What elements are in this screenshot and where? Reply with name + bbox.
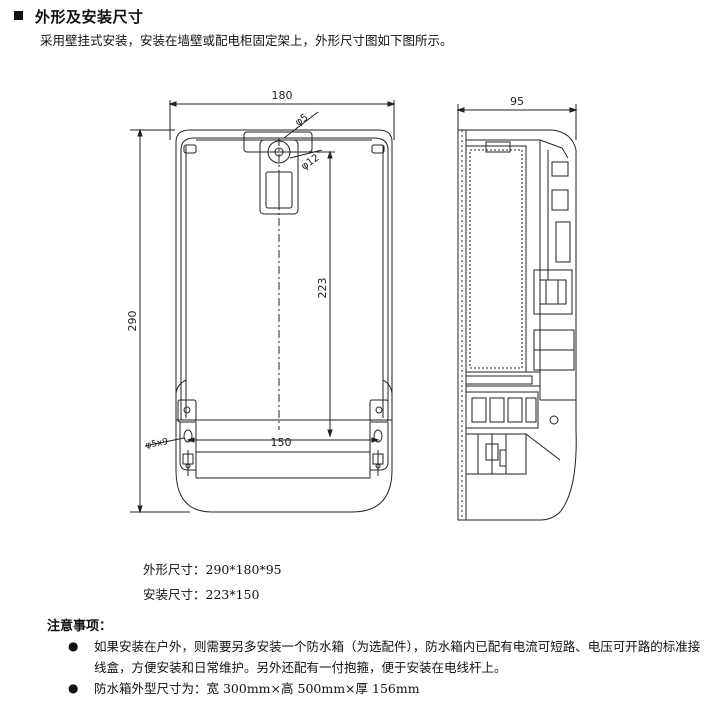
front-view: 180 290 φ5 φ12 [126, 89, 396, 514]
section-intro: 采用壁挂式安装，安装在墙壁或配电柜固定架上，外形尺寸图如下图所示。 [40, 33, 453, 48]
note-text: 防水箱外型尺寸为：宽 300mm×高 500mm×厚 156mm [94, 681, 420, 696]
mount-size-spec: 安装尺寸：223*150 [143, 587, 260, 602]
hole-bottom-label: φ5x9 [145, 437, 169, 451]
note-text: 如果安装在户外，则需要另多安装一个防水箱（为选配件），防水箱内已配有电流可短路、… [94, 639, 701, 675]
outline-size-spec: 外形尺寸：290*180*95 [143, 562, 282, 577]
section-title: 外形及安装尺寸 [35, 8, 144, 26]
bullet-dot-icon: ● [68, 681, 79, 695]
section-heading: 外形及安装尺寸 [14, 6, 144, 27]
front-height-label: 290 [126, 311, 139, 332]
mount-width-label: 150 [271, 436, 292, 449]
hole-mid-label: φ12 [299, 152, 321, 172]
front-width-label: 180 [272, 89, 293, 102]
square-bullet-icon [14, 11, 23, 20]
notes-title: 注意事项： [47, 619, 113, 634]
side-view: 95 [456, 95, 578, 521]
mount-height-label: 223 [316, 278, 329, 299]
hole-top-label: φ5 [293, 112, 310, 128]
bullet-dot-icon: ● [68, 639, 79, 653]
side-depth-label: 95 [510, 95, 524, 108]
